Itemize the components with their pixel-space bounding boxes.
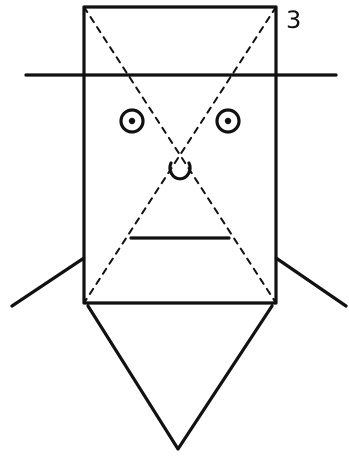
left-eye — [121, 110, 143, 132]
chin-triangle — [88, 306, 272, 449]
right-eye — [217, 110, 239, 132]
nose — [170, 163, 190, 179]
left-shoulder-line — [12, 258, 84, 306]
right-shoulder-line — [276, 258, 346, 306]
step-number-label: 3 — [286, 8, 301, 32]
